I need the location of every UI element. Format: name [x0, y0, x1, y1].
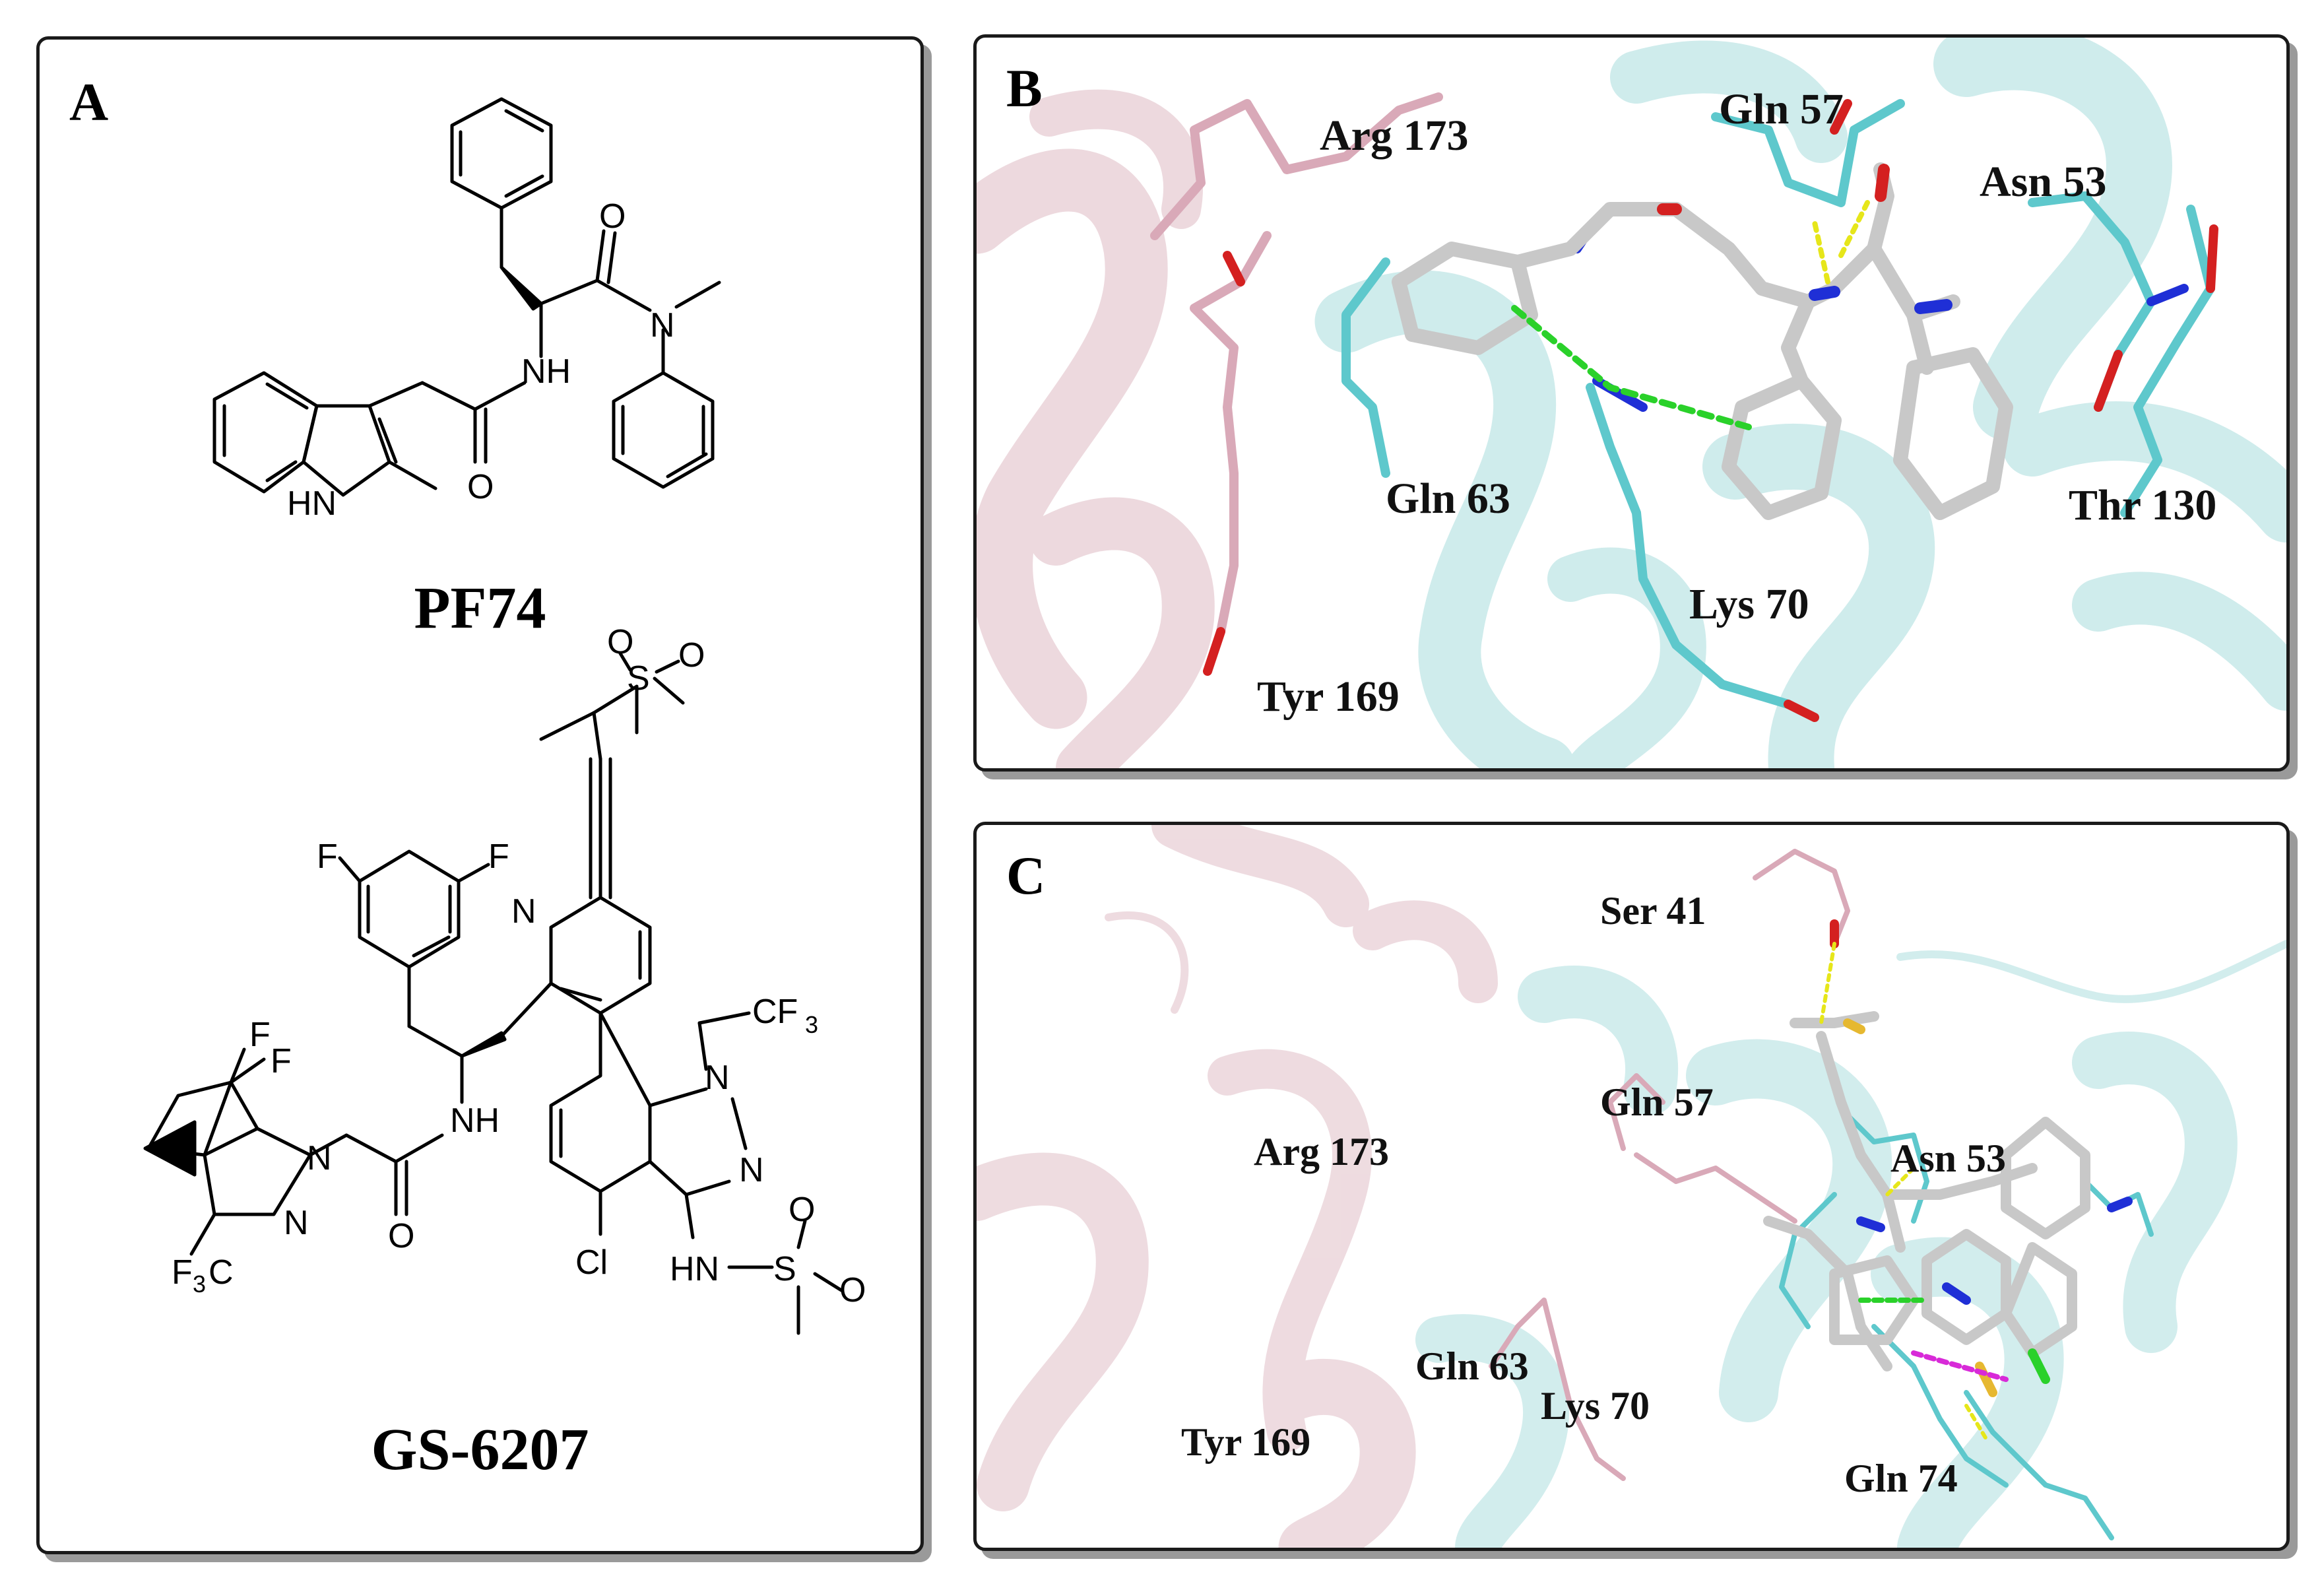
gs6207-indazole: [549, 1011, 652, 1193]
gs6207-atom-label: S: [627, 659, 650, 698]
pf74-indole-pyrrole: [302, 404, 391, 497]
gs6207-atom-label: O: [789, 1191, 815, 1229]
hbond-line: [1819, 942, 1836, 1025]
residue-label: Tyr 169: [1257, 673, 1400, 721]
pf74-wedge-bond: [500, 265, 543, 311]
ligand-pf74-sticks: [1392, 162, 2013, 520]
residue-label: Asn 53: [1980, 158, 2107, 206]
pf74-phenyl-ring: [450, 97, 553, 210]
gs6207-atom-label: O: [839, 1271, 866, 1309]
residue-label: Lys 70: [1689, 580, 1809, 628]
gs6207-atom-label: CF: [752, 993, 798, 1031]
gs6207-atom-label: Cl: [575, 1243, 608, 1282]
panel-c-label: C: [1006, 845, 1046, 906]
residue-label: Lys 70: [1541, 1384, 1650, 1428]
gs6207-atom-label: 3: [193, 1270, 206, 1298]
hbond-line: [1838, 200, 1870, 258]
panel-a-label: A: [69, 72, 109, 132]
residue-label: Gln 57: [1719, 85, 1844, 133]
panel-a: A: [36, 36, 924, 1554]
residue-sticks-ser41: [1753, 849, 1850, 946]
gs6207-atom-label: O: [678, 636, 705, 675]
residue-label: Gln 57: [1600, 1080, 1714, 1124]
hbond-line: [1885, 1166, 1916, 1197]
residue-label: Arg 173: [1254, 1130, 1389, 1173]
hbond-line: [1964, 1404, 1988, 1441]
residue-sticks-tyr169: [1190, 231, 1272, 636]
residue-label: Tyr 169: [1181, 1420, 1310, 1464]
gs6207-difluorophenyl-ring: [358, 849, 461, 969]
gs6207-atom-label: O: [607, 623, 633, 661]
gs6207-atom-label: F: [317, 838, 338, 876]
residue-sticks-gln63: [1341, 257, 1390, 478]
pf74-indole-benzene: [212, 371, 319, 494]
residue-label: Thr 130: [2069, 481, 2216, 529]
gs6207-pyrazole: [203, 1127, 312, 1216]
pf74-atom-label: N: [650, 306, 675, 345]
gs6207-atom-label: F: [172, 1253, 193, 1292]
hbond-line: [1812, 220, 1830, 284]
residue-label: Ser 41: [1600, 889, 1706, 933]
gs6207-atom-label: S: [773, 1250, 796, 1288]
ligand-gs6207-sticks: [1763, 1011, 2090, 1371]
gs6207-atom-label: F: [271, 1042, 292, 1080]
gs6207-atom-label: N: [511, 892, 536, 931]
gs6207-atom-label: NH: [450, 1102, 500, 1140]
binding-pose-c: Ser 41 Gln 57 Arg 173 Asn 53 Gln 63 Lys …: [977, 825, 2286, 1548]
gs6207-atom-label: N: [307, 1139, 332, 1177]
residue-sticks-gln74: [1964, 1390, 2114, 1540]
gs6207-atom-label: 3: [805, 1011, 818, 1038]
residue-label: Gln 74: [1844, 1457, 1958, 1500]
panel-c: Ser 41 Gln 57 Arg 173 Asn 53 Gln 63 Lys …: [973, 822, 2290, 1551]
residue-sticks-arg173: [1634, 1152, 1797, 1224]
residue-sticks-arg173: [1150, 92, 1443, 240]
compound-name-pf74: PF74: [414, 576, 546, 641]
gs6207-pyridine-ring: [549, 896, 652, 1015]
gs6207-atom-label: O: [388, 1217, 414, 1255]
chemical-structures: O N NH O HN O S O F F N CF 3 N N HN S O …: [143, 97, 866, 1335]
pf74-atom-label: O: [467, 468, 494, 506]
pf74-atom-label: O: [599, 197, 626, 236]
pf74-atom-label: NH: [521, 352, 571, 391]
residue-sticks-lys70: [1586, 383, 1793, 709]
gs6207-atom-label: HN: [670, 1250, 719, 1288]
gs6207-atom-label: F: [249, 1016, 271, 1054]
compound-name-gs6207: GS-6207: [371, 1417, 589, 1482]
pf74-atom-label: HN: [287, 484, 337, 523]
salt-bridge-line: [1911, 1350, 2009, 1382]
residue-sticks-lys70: [1871, 1324, 2009, 1488]
panel-b: Arg 173 Gln 57 Asn 53 Gln 63 Thr 130 Lys…: [973, 34, 2290, 772]
residue-label: Asn 53: [1890, 1137, 2006, 1180]
residue-label: Arg 173: [1320, 112, 1468, 160]
gs6207-atom-label: C: [209, 1253, 234, 1292]
cation-pi-line: [1511, 305, 1752, 430]
gs6207-atom-label: N: [284, 1204, 309, 1242]
pf74-n-phenyl-ring: [612, 371, 715, 489]
residue-sticks-gln57: [1711, 99, 1905, 207]
binding-pose-b: Arg 173 Gln 57 Asn 53 Gln 63 Thr 130 Lys…: [977, 38, 2286, 768]
gs6207-atom-label: N: [705, 1059, 730, 1097]
panel-b-label: B: [1006, 58, 1043, 118]
residue-sticks-gln63: [1779, 1192, 1837, 1329]
residue-label: Gln 63: [1386, 475, 1510, 523]
gs6207-atom-label: F: [488, 838, 509, 876]
residue-label: Gln 63: [1415, 1344, 1529, 1388]
residue-sticks-tyr169: [1489, 1298, 1626, 1481]
gs6207-atom-label: N: [739, 1151, 764, 1189]
